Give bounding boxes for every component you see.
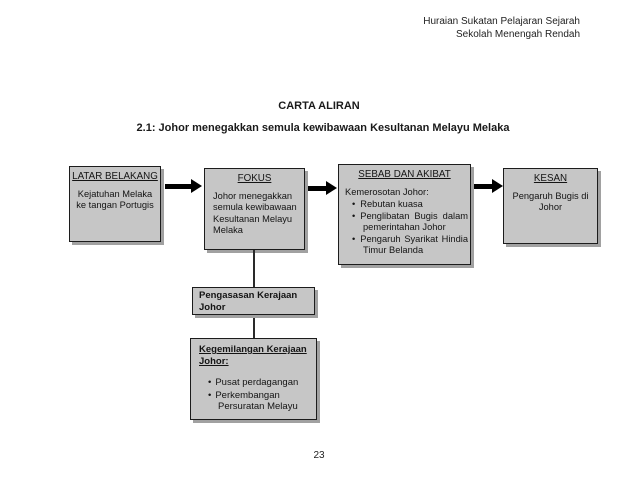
page-number: 23: [313, 450, 325, 461]
bullet-item: Pusat perdagangan: [199, 377, 310, 389]
bullet-item: Pengaruh Syarikat Hindia Timur Belanda: [343, 234, 468, 257]
header-line-2: Sekolah Menengah Rendah: [456, 28, 580, 40]
bullet-item: Perkembangan Persuratan Melayu: [199, 390, 310, 413]
flow-box-pengasasan: Pengasasan Kerajaan Johor: [192, 287, 315, 315]
box-body: Pengaruh Bugis di Johor: [512, 190, 589, 213]
box-body: Kejatuhan Melaka ke tangan Portugis: [76, 188, 154, 211]
arrow-head: [326, 181, 337, 195]
arrow-head: [191, 179, 202, 193]
arrow-bar: [165, 183, 191, 189]
connector-line: [253, 250, 255, 287]
flow-box-latar-belakang: LATAR BELAKANG Kejatuhan Melaka ke tanga…: [69, 166, 161, 242]
box-header: KESAN: [533, 173, 568, 184]
flow-arrow-icon: [165, 179, 202, 193]
header-line-1: Huraian Sukatan Pelajaran Sejarah: [423, 16, 580, 27]
page-subtitle: 2.1: Johor menegakkan semula kewibawaan …: [136, 122, 510, 134]
box-header: SEBAB DAN AKIBAT: [358, 169, 451, 180]
box-body: Johor menegakkan semula kewibawaan Kesul…: [213, 190, 297, 236]
box-title: Pengasasan Kerajaan Johor: [199, 290, 298, 313]
box-title: Kegemilangan Kerajaan Johor:: [199, 344, 307, 367]
arrow-bar: [308, 185, 326, 191]
flow-arrow-icon: [308, 181, 337, 195]
bullet-item: Penglibatan Bugis dalam pemerintahan Joh…: [343, 211, 468, 234]
connector-line: [253, 315, 255, 338]
arrow-head: [492, 179, 503, 193]
bullet-item: Rebutan kuasa: [343, 199, 468, 211]
page-title: CARTA ALIRAN: [278, 100, 360, 112]
flow-arrow-icon: [474, 179, 503, 193]
box-intro: Kemerosotan Johor:: [345, 186, 429, 197]
arrow-bar: [474, 183, 492, 189]
document-header: Huraian Sukatan Pelajaran Sejarah Sekola…: [423, 16, 580, 41]
box-header: FOKUS: [237, 173, 272, 184]
flow-box-sebab-dan-akibat: SEBAB DAN AKIBAT Kemerosotan Johor: Rebu…: [338, 164, 471, 265]
flow-box-kegemilangan: Kegemilangan Kerajaan Johor: Pusat perda…: [190, 338, 317, 420]
flow-box-fokus: FOKUS Johor menegakkan semula kewibawaan…: [204, 168, 305, 250]
box-header: LATAR BELAKANG: [72, 171, 158, 182]
flow-box-kesan: KESAN Pengaruh Bugis di Johor: [503, 168, 598, 244]
